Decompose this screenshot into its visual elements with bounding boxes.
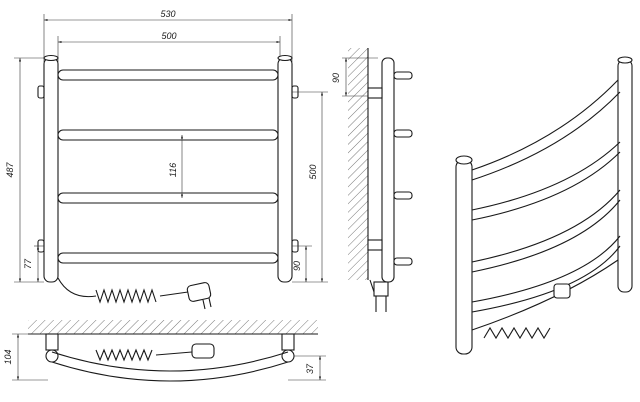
right-vertical-post	[277, 57, 293, 283]
bar-1	[57, 69, 279, 81]
bar-2	[57, 129, 279, 141]
front-view: 530 500 116 487 77	[5, 9, 328, 310]
dim-bottom-offset-left: 77	[23, 258, 33, 269]
dim-wall-offset: 90	[331, 73, 341, 83]
power-plug-icon	[186, 282, 212, 310]
dim-height-overall: 487	[5, 162, 15, 178]
left-vertical-post	[43, 57, 59, 283]
side-view: 90	[331, 48, 413, 312]
wall-top-hatch	[28, 320, 318, 334]
dim-width-overall: 530	[160, 9, 175, 19]
horizontal-bars	[57, 69, 279, 264]
top-view: 104 37	[3, 320, 326, 382]
coiled-cable-icon	[57, 277, 189, 304]
dim-bow-depth: 37	[305, 363, 315, 374]
dim-width-mount: 500	[161, 31, 176, 41]
wall-hatch-icon	[348, 48, 368, 280]
dim-height-mount: 500	[308, 164, 318, 179]
dim-depth: 104	[3, 349, 13, 364]
bar-4	[57, 252, 279, 264]
perspective-view	[455, 56, 633, 355]
dim-bottom-offset-right: 90	[292, 261, 302, 271]
dim-bar-spacing: 116	[168, 163, 178, 177]
bar-3	[57, 192, 279, 204]
